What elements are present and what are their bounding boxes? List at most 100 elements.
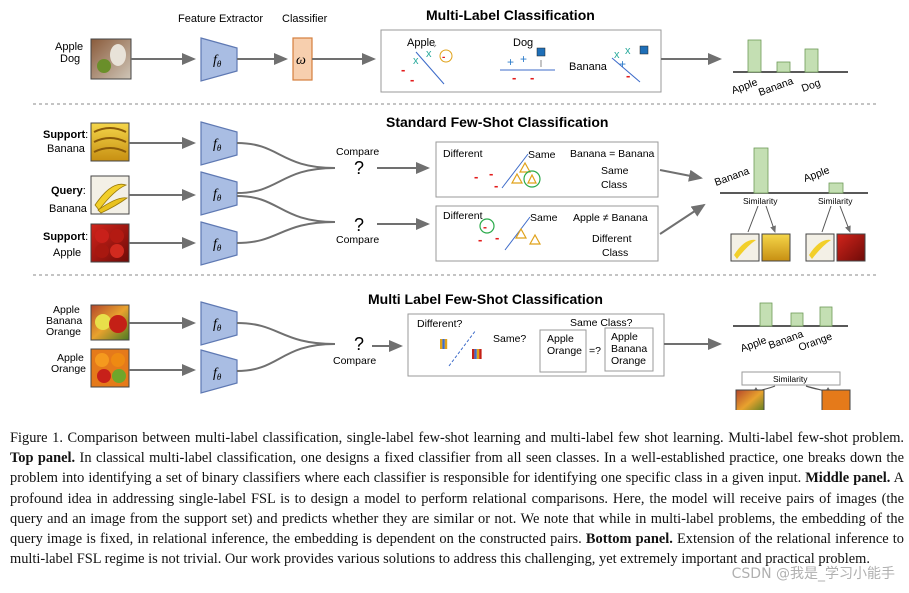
top-bar-label-banana: Banana — [757, 75, 795, 99]
svg-text:Apple ≠ Banana: Apple ≠ Banana — [573, 212, 648, 224]
svg-text:-: - — [401, 62, 405, 77]
svg-text:Apple: Apple — [57, 352, 84, 364]
top-feature-extractor: fθ — [200, 37, 238, 82]
support-2-label: Support — [43, 231, 85, 243]
svg-text:Apple: Apple — [407, 37, 435, 49]
svg-text:Orange: Orange — [611, 355, 646, 367]
svg-text:fθ: fθ — [213, 137, 222, 153]
svg-text:fθ: fθ — [213, 317, 222, 333]
svg-text:x: x — [614, 49, 620, 61]
bottom-comparison-box: Different? Same? Same Class? Apple Orang… — [407, 313, 665, 377]
svg-text:-: - — [626, 68, 630, 83]
multi-color-chip-1 — [440, 339, 448, 349]
figure-1-diagram: Feature Extractor Classifier Multi-Label… — [33, 7, 879, 410]
bottom-extractor-2: fθ — [200, 349, 238, 394]
middle-bar-label-apple: Apple — [802, 164, 831, 185]
svg-text:ω: ω — [296, 53, 306, 68]
svg-text:Banana: Banana — [569, 61, 608, 73]
compare-label-1: Compare — [336, 146, 379, 158]
svg-text:-: - — [483, 220, 487, 234]
top-binary-classifiers-panel: Apple x x - - - Dog + + - - Banana x x +… — [380, 29, 662, 93]
svg-text:Query:: Query: — [51, 185, 86, 197]
top-panel-title: Multi-Label Classification — [426, 7, 595, 23]
svg-text:=?: =? — [589, 345, 601, 357]
multi-color-chip-2 — [472, 349, 482, 359]
svg-text:Apple: Apple — [611, 331, 638, 343]
svg-text:Orange: Orange — [547, 345, 582, 357]
support-2-name: Apple — [53, 247, 81, 259]
svg-text:+: + — [619, 57, 626, 71]
svg-text:Apple: Apple — [53, 304, 80, 316]
question-mark-2: ? — [354, 215, 364, 235]
bottom-similarity-label: Similarity — [773, 374, 808, 384]
support-1-name: Banana — [47, 143, 86, 155]
svg-text:-: - — [512, 70, 516, 85]
bottom-input-image-2 — [90, 348, 130, 388]
query-name: Banana — [49, 203, 88, 215]
middle-extractor-1: fθ — [200, 121, 238, 166]
support-1-label: Support — [43, 129, 85, 141]
svg-text:Same Class?: Same Class? — [570, 317, 633, 329]
query-banana-image — [90, 175, 130, 215]
svg-text:-: - — [489, 166, 493, 181]
comparison-box-different: Different Same - - - Apple ≠ Banana Diff… — [435, 205, 659, 262]
svg-text:-: - — [474, 169, 478, 184]
bottom-panel-title: Multi Label Few-Shot Classification — [368, 291, 603, 307]
svg-text:Class: Class — [601, 179, 627, 191]
top-input-image — [90, 38, 132, 80]
bottom-bar-label-apple: Apple — [739, 334, 768, 355]
svg-text:Banana: Banana — [46, 315, 82, 327]
svg-text:fθ: fθ — [213, 237, 222, 253]
similarity-label-1: Similarity — [743, 196, 778, 206]
compare-label-2: Compare — [336, 234, 379, 246]
svg-text:-: - — [442, 52, 445, 63]
comparison-box-same: Different Same - - - Banana = Banana Sam… — [435, 141, 659, 198]
svg-text:Orange: Orange — [46, 326, 81, 338]
middle-similarity-bars: Banana Apple Similarity Similarity — [713, 147, 868, 262]
bottom-input-image-1 — [90, 304, 130, 341]
svg-text:Class: Class — [602, 247, 628, 259]
svg-text:Orange: Orange — [51, 363, 86, 375]
svg-text:x: x — [625, 45, 631, 57]
watermark: CSDN @我是_学习小能手 — [731, 566, 895, 582]
svg-text:Same: Same — [528, 149, 556, 161]
bottom-extractor-1: fθ — [200, 301, 238, 346]
question-mark-1: ? — [354, 158, 364, 178]
svg-text:+: + — [507, 55, 514, 69]
bottom-similarity-bars: Apple Banana Orange Similarity — [733, 302, 851, 410]
svg-text:-: - — [494, 178, 498, 193]
svg-text:x: x — [413, 55, 419, 67]
svg-text:-: - — [410, 72, 414, 87]
top-classifier-box: ω — [292, 37, 313, 81]
classifier-label: Classifier — [282, 13, 328, 25]
bottom-question-mark: ? — [354, 334, 364, 354]
bottom-compare-label: Compare — [333, 355, 376, 367]
svg-text:Dog: Dog — [513, 37, 533, 49]
top-input-label-dog: Dog — [60, 53, 80, 65]
feature-extractor-label: Feature Extractor — [178, 13, 263, 25]
svg-text:Different?: Different? — [417, 318, 462, 330]
svg-text:Same: Same — [601, 165, 629, 177]
svg-text:Banana: Banana — [611, 343, 647, 355]
support-apple-image — [90, 223, 130, 263]
middle-panel-title: Standard Few-Shot Classification — [386, 114, 608, 130]
bottom-panel: Multi Label Few-Shot Classification Appl… — [46, 291, 851, 410]
middle-extractor-3: fθ — [200, 221, 238, 266]
top-output-bars: Apple Banana Dog — [730, 39, 848, 99]
query-label: Query — [51, 185, 84, 197]
middle-extractor-2: fθ — [200, 171, 238, 216]
svg-text:fθ: fθ — [213, 53, 222, 69]
svg-text:Same: Same — [530, 212, 558, 224]
support-banana-image — [90, 122, 130, 162]
middle-panel: Standard Few-Shot Classification Support… — [43, 114, 868, 266]
svg-text:Support:: Support: — [43, 129, 88, 141]
svg-text:Apple: Apple — [547, 333, 574, 345]
top-panel: Feature Extractor Classifier Multi-Label… — [55, 7, 848, 99]
svg-text:fθ: fθ — [213, 366, 222, 382]
top-input-label-apple: Apple — [55, 41, 83, 53]
svg-text:x: x — [426, 48, 432, 60]
svg-text:-: - — [478, 232, 482, 247]
svg-text:Same?: Same? — [493, 333, 526, 345]
svg-text:+: + — [520, 52, 527, 66]
svg-text:fθ: fθ — [213, 187, 222, 203]
